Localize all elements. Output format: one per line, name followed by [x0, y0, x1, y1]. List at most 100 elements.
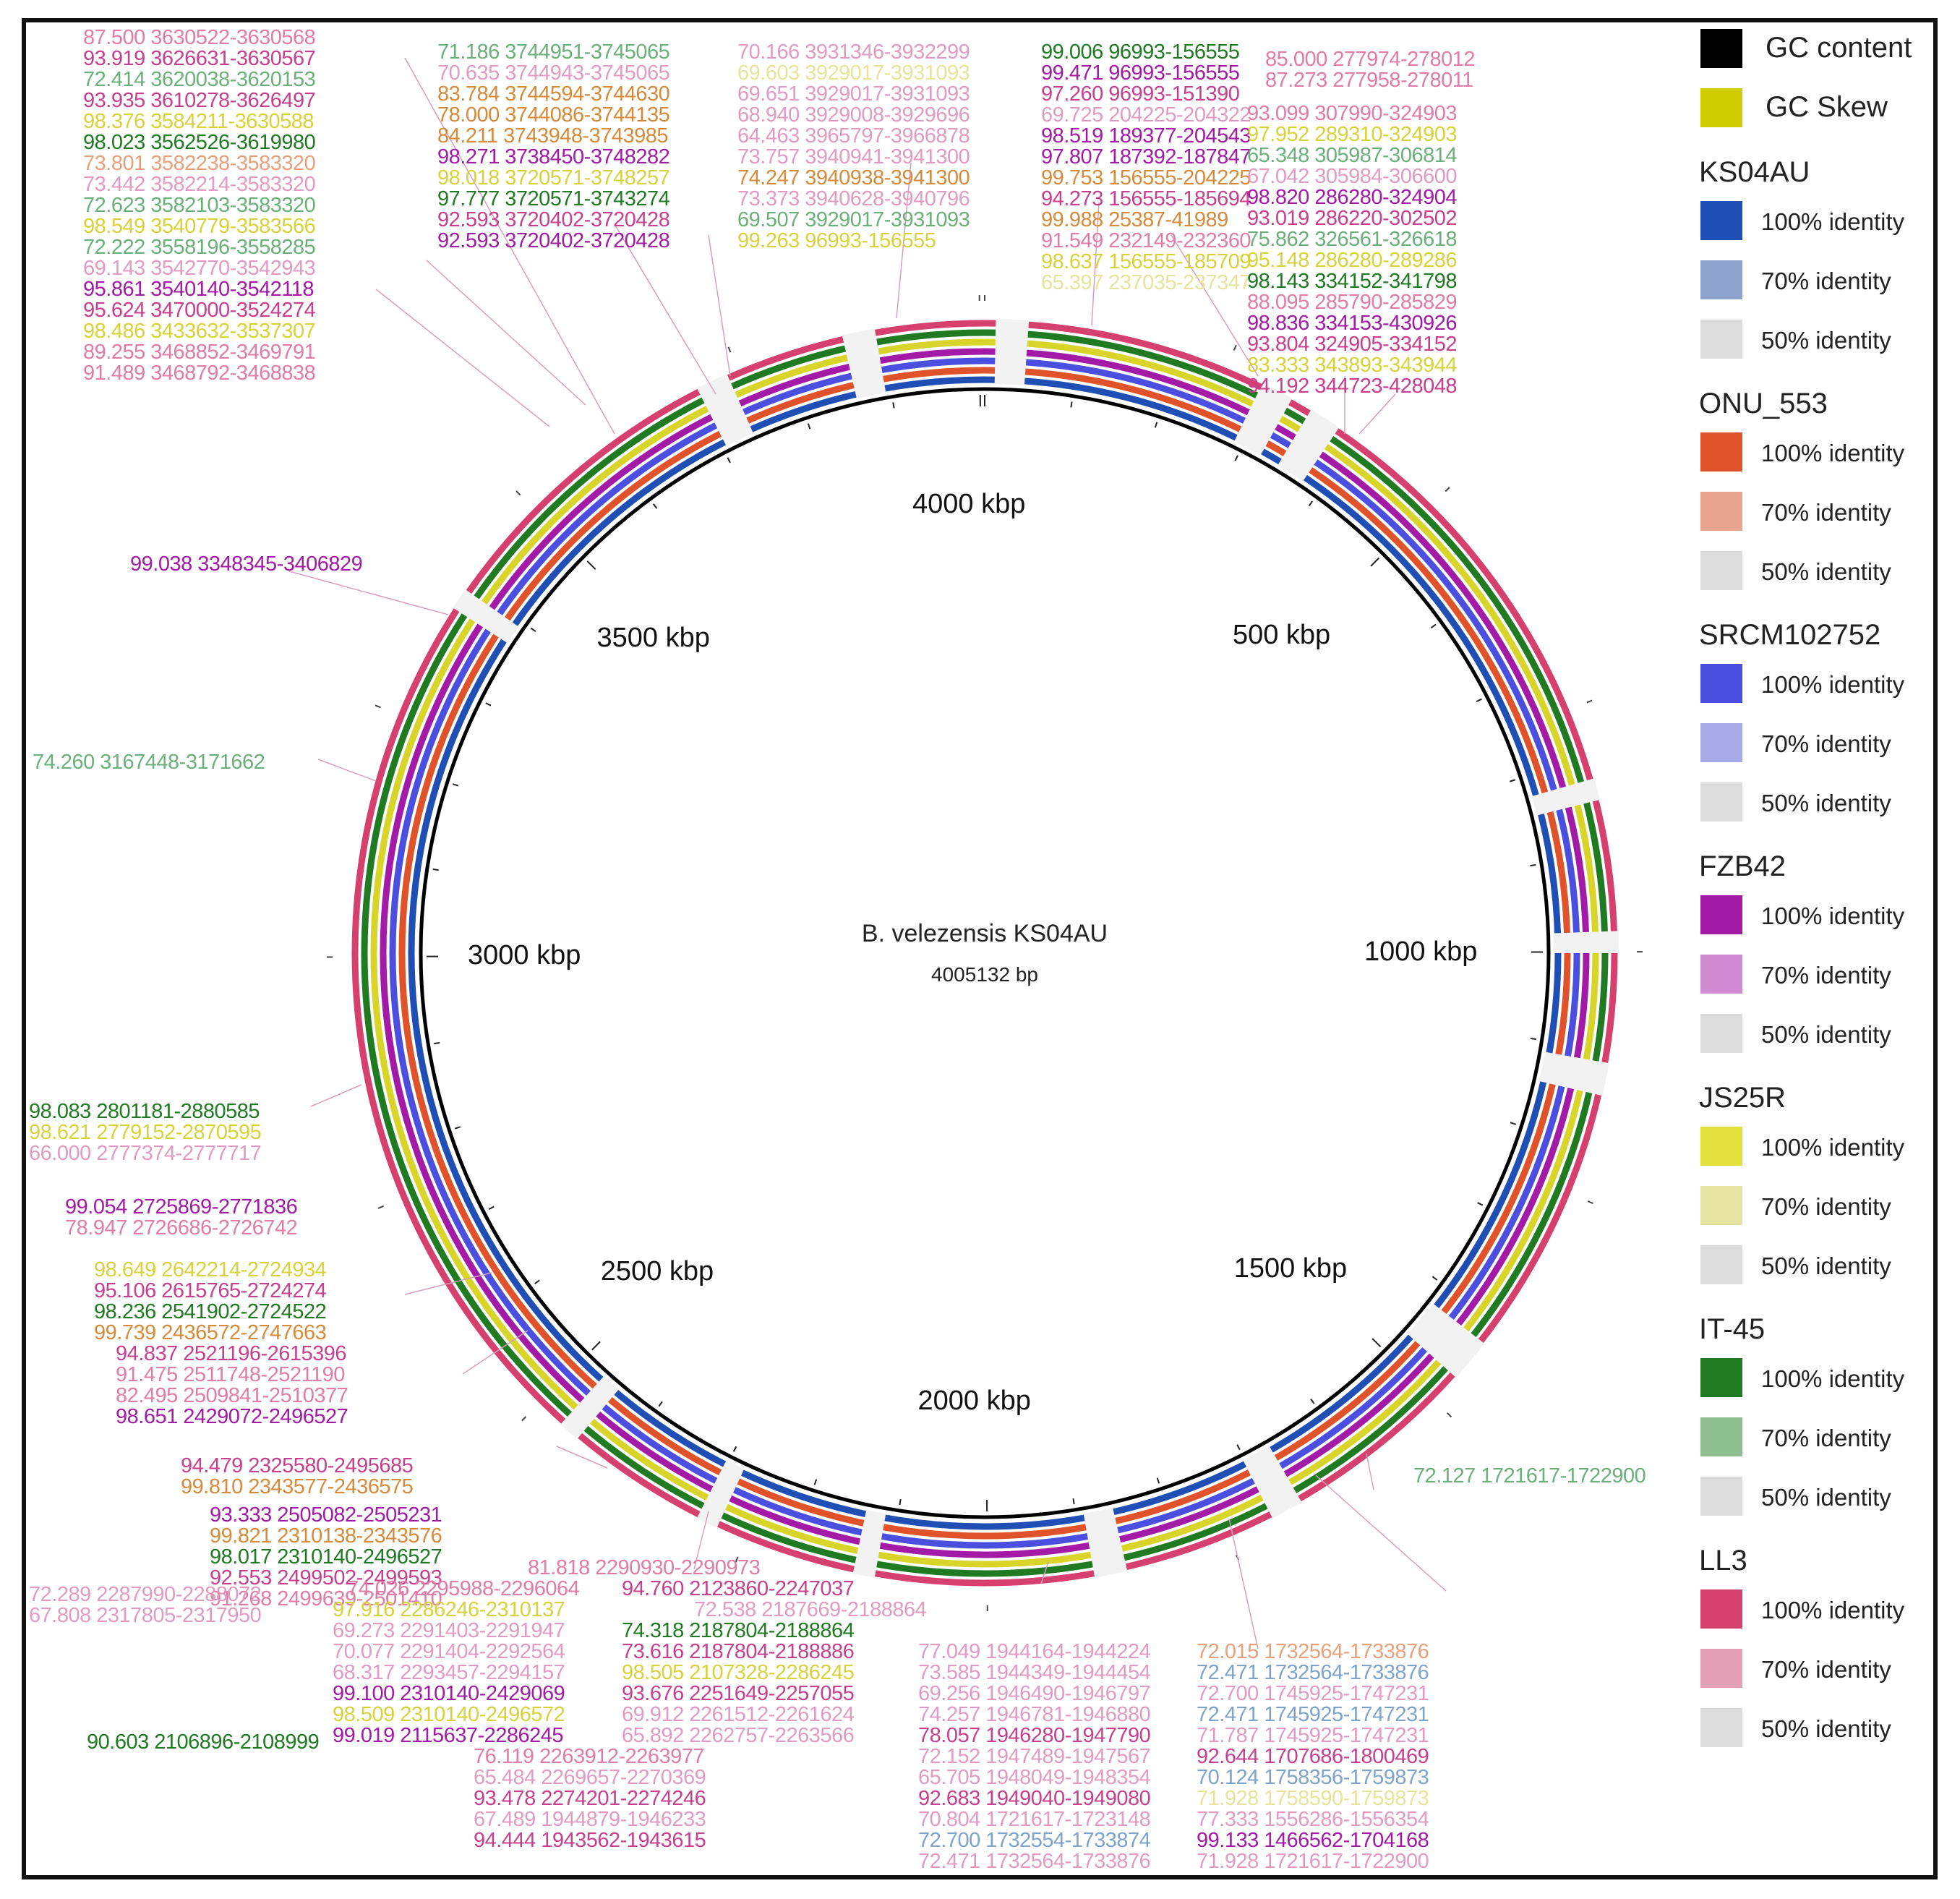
alignment-gap	[1083, 1507, 1128, 1578]
legend-label: 100% identity	[1761, 1134, 1905, 1161]
alignment-annotation: 92.644 1707686-1800469	[1197, 1745, 1429, 1768]
legend-label: GC content	[1766, 32, 1912, 64]
alignment-annotation: 73.442 3582214-3583320	[83, 173, 316, 196]
legend-label: 100% identity	[1761, 671, 1905, 698]
scale-tick	[1308, 500, 1314, 507]
alignment-annotation: 92.553 2499502-2499593	[210, 1566, 442, 1589]
genome-name: B. velezensis KS04AU	[861, 920, 1108, 947]
alignment-annotation: 73.616 2187804-2188886	[622, 1640, 855, 1663]
alignment-annotation: 67.808 2317805-2317950	[29, 1604, 262, 1627]
scale-tick	[658, 1401, 663, 1407]
alignment-annotation: 83.333 343893-343944	[1247, 354, 1457, 377]
legend-label: 70% identity	[1761, 962, 1891, 989]
outer-tick	[1586, 699, 1593, 704]
alignment-annotation: 99.054 2725869-2771836	[65, 1195, 298, 1219]
alignment-annotation: 98.271 3738450-3748282	[437, 145, 670, 168]
legend-group-title: IT-45	[1699, 1313, 1766, 1345]
legend-swatch	[1700, 1127, 1742, 1166]
alignment-annotation: 78.057 1946280-1947790	[918, 1724, 1151, 1747]
legend-group-title: SRCM102752	[1699, 619, 1881, 651]
alignment-annotation: 95.106 2615765-2724274	[94, 1279, 327, 1302]
alignment-annotation: 91.549 232149-232360	[1041, 229, 1251, 252]
alignment-annotation: 77.333 1556286-1556354	[1197, 1808, 1429, 1831]
scale-tick	[1371, 1338, 1382, 1347]
alignment-annotation: 99.988 25387-41989	[1041, 208, 1228, 231]
scale-tick	[1072, 1498, 1075, 1505]
alignment-annotation: 98.143 334152-341798	[1247, 270, 1457, 293]
alignment-annotation: 97.777 3720571-3743274	[437, 187, 670, 210]
alignment-annotation: 72.289 2287990-2288072	[29, 1583, 262, 1606]
alignment-annotation: 98.649 2642214-2724934	[94, 1258, 327, 1281]
alignment-annotation: 93.919 3626631-3630567	[83, 47, 316, 70]
genome-length: 4005132 bp	[931, 963, 1038, 986]
scale-tick	[1509, 779, 1516, 782]
legend-label: 70% identity	[1761, 1656, 1891, 1683]
alignment-gap	[994, 319, 1030, 385]
legend-swatch	[1700, 29, 1742, 68]
alignment-annotation: 74.260 3167448-3171662	[33, 751, 265, 774]
legend-label: 100% identity	[1761, 1365, 1905, 1392]
alignment-annotation: 98.376 3584211-3630588	[83, 110, 314, 133]
legend-label: 50% identity	[1761, 1253, 1891, 1279]
scale-tick	[892, 402, 895, 409]
alignment-gap	[1233, 383, 1293, 456]
alignment-annotation: 99.038 3348345-3406829	[130, 552, 363, 576]
alignment-annotation: 99.019 2115637-2286245	[333, 1724, 564, 1747]
leader-line	[426, 260, 586, 406]
legend-swatch	[1700, 1014, 1742, 1053]
leader-line	[1366, 1453, 1374, 1490]
leader-line	[1171, 234, 1259, 377]
alignment-annotation: 99.810 2343577-2436575	[181, 1475, 414, 1498]
legend-label: 50% identity	[1761, 790, 1891, 816]
alignment-annotation: 68.940 3929008-3929696	[737, 103, 970, 127]
outer-tick	[1233, 344, 1237, 351]
alignment-annotation: 69.507 3929017-3931093	[737, 208, 970, 231]
alignment-annotation: 93.099 307990-324903	[1247, 102, 1457, 125]
alignment-annotation: 99.100 2310140-2429069	[333, 1682, 565, 1705]
alignment-annotation: 91.475 2511748-2521190	[116, 1363, 345, 1386]
tick-label: 500 kbp	[1232, 620, 1331, 651]
alignment-gap	[696, 373, 753, 446]
outer-tick	[375, 704, 381, 709]
legend-group-title: KS04AU	[1699, 156, 1810, 188]
alignment-annotation: 94.479 2325580-2495685	[181, 1454, 414, 1477]
legend-label: 100% identity	[1761, 208, 1905, 235]
legend-swatch	[1700, 1589, 1742, 1629]
alignment-annotation: 69.725 204225-204322	[1041, 103, 1251, 127]
alignment-annotation: 98.486 3433632-3537307	[83, 320, 316, 343]
legend-group-title: FZB42	[1699, 850, 1786, 882]
alignment-annotation: 98.018 3720571-3748257	[437, 166, 670, 189]
legend-swatch	[1700, 320, 1742, 359]
legend-label: 70% identity	[1761, 730, 1891, 757]
alignment-annotation: 99.006 96993-156555	[1041, 40, 1240, 64]
legend-group-title: JS25R	[1699, 1082, 1786, 1114]
alignment-annotation: 73.757 3940941-3941300	[737, 145, 970, 168]
legend-swatch	[1700, 723, 1742, 762]
alignment-annotation: 82.495 2509841-2510377	[116, 1384, 348, 1407]
alignment-annotation: 74.318 2187804-2188864	[622, 1619, 855, 1642]
alignment-annotation: 74.257 1946781-1946880	[918, 1703, 1151, 1726]
alignment-gap	[560, 1375, 620, 1439]
alignment-annotation: 65.348 305987-306814	[1247, 144, 1457, 167]
alignment-gap	[1539, 1051, 1609, 1096]
alignment-annotation: 99.471 96993-156555	[1041, 61, 1240, 85]
alignment-annotation: 90.603 2106896-2108999	[87, 1731, 320, 1754]
alignment-annotation: 72.623 3582103-3583320	[83, 194, 316, 217]
scale-tick	[591, 1341, 601, 1351]
alignment-annotation: 98.621 2779152-2870595	[29, 1121, 262, 1144]
legend-swatch	[1700, 664, 1742, 703]
alignment-annotation: 98.519 189377-204543	[1041, 124, 1251, 148]
alignment-gap	[453, 589, 519, 644]
outer-tick	[515, 490, 521, 496]
alignment-annotation: 98.836 334153-430926	[1247, 312, 1457, 335]
alignment-annotation: 98.549 3540779-3583566	[83, 215, 316, 238]
alignment-annotation: 97.916 2286246-2310137	[333, 1598, 565, 1621]
alignment-annotation: 67.489 1944879-1946233	[474, 1808, 706, 1831]
legend-swatch	[1700, 1477, 1742, 1516]
alignment-annotation: 69.912 2261512-2261624	[622, 1703, 855, 1726]
legend-label: 100% identity	[1761, 1597, 1905, 1623]
alignment-annotation: 94.837 2521196-2615396	[116, 1342, 347, 1365]
scale-tick	[807, 423, 811, 430]
legend-swatch	[1700, 551, 1742, 590]
